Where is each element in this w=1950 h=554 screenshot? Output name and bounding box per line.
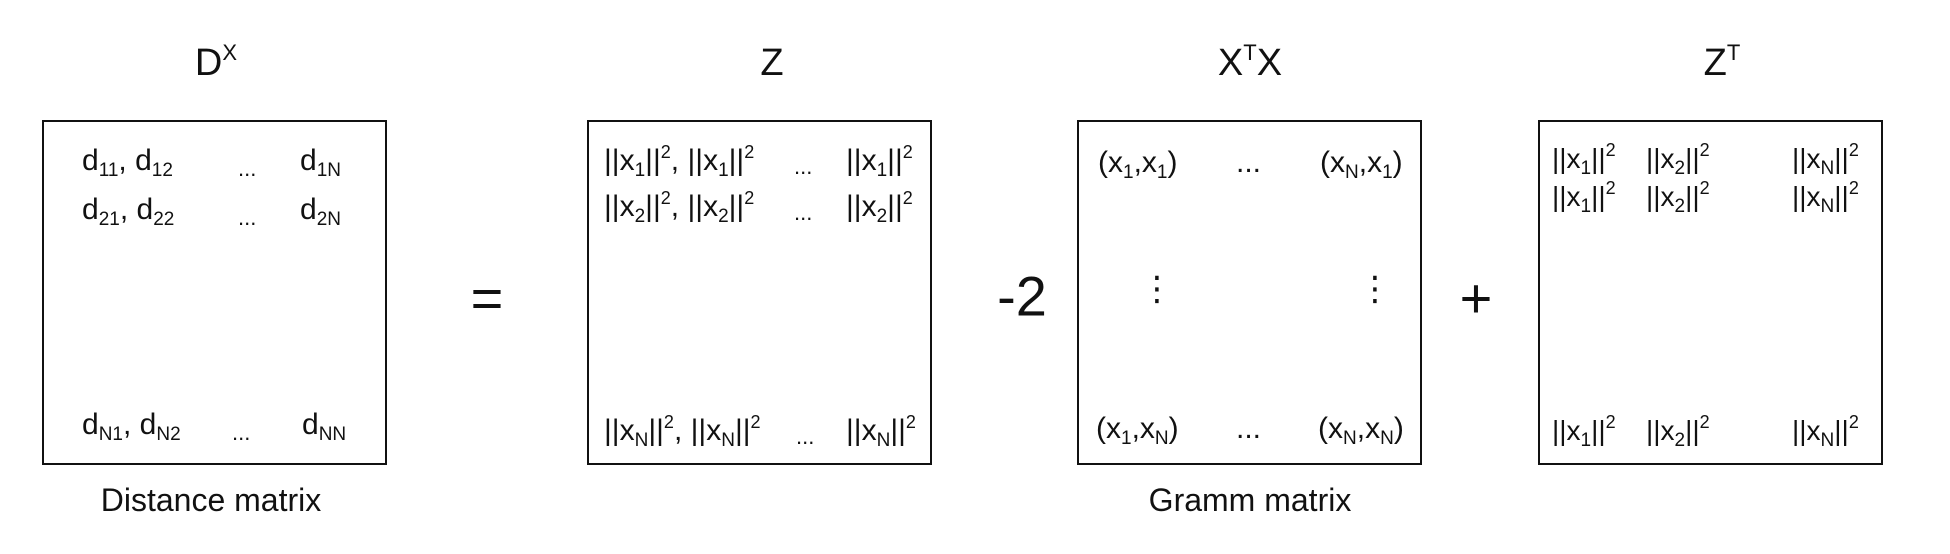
matrix-entry: ||xN||2 [1792, 140, 1859, 179]
distance-matrix-box [42, 120, 387, 465]
matrix-entry: ||x2||2 [1646, 140, 1710, 179]
distance-matrix-title: DX [194, 40, 238, 84]
matrix-entry: d11, d12 [82, 144, 173, 181]
matrix-entry: ||x1||2 [1552, 412, 1616, 451]
z-transpose-title: ZT [1703, 40, 1741, 84]
matrix-entry: ||x1||2 [1552, 140, 1616, 179]
matrix-entry: ||x1||2 [846, 142, 913, 181]
z-matrix-title: Z [760, 42, 784, 84]
gram-matrix-title: XTX [1217, 40, 1283, 84]
ellipsis: ... [1236, 412, 1262, 445]
z-matrix-box [587, 120, 932, 465]
matrix-entry: (x1,x1) [1098, 146, 1178, 183]
minus-two-operator: -2 [997, 264, 1047, 328]
gram-matrix-caption: Gramm matrix [1148, 482, 1352, 518]
gram-matrix-box [1077, 120, 1422, 465]
matrix-entry: ||xN||2, ||xN||2 [604, 412, 761, 451]
ellipsis: ... [238, 156, 257, 181]
matrix-entry: ||x2||2 [1646, 178, 1710, 217]
matrix-entry: ||xN||2 [846, 412, 916, 451]
vertical-ellipsis: ⋮ [1140, 270, 1174, 308]
matrix-entry: dNN [302, 408, 347, 445]
matrix-entry: ||xN||2 [1792, 412, 1859, 451]
matrix-entry: ||x2||2 [846, 188, 913, 227]
matrix-entry: ||x1||2 [1552, 178, 1616, 217]
z-transpose-box [1538, 120, 1883, 465]
ellipsis: ... [794, 200, 813, 225]
vertical-ellipsis: ⋮ [1358, 270, 1392, 308]
matrix-entry: ||x1||2, ||x1||2 [604, 142, 755, 181]
ellipsis: ... [238, 205, 257, 230]
matrix-entry: d21, d22 [82, 193, 175, 230]
equals-operator: = [470, 266, 504, 330]
ellipsis: ... [1236, 146, 1262, 179]
matrix-entry: d1N [300, 144, 341, 181]
ellipsis: ... [794, 154, 813, 179]
matrix-entry: ||xN||2 [1792, 178, 1859, 217]
matrix-entry: ||x2||2 [1646, 412, 1710, 451]
plus-operator: + [1459, 266, 1493, 330]
ellipsis: ... [232, 420, 251, 445]
matrix-entry: (xN,x1) [1320, 146, 1403, 183]
matrix-entry: ||x2||2, ||x2||2 [604, 188, 755, 227]
matrix-entry: dN1, dN2 [82, 408, 181, 445]
matrix-entry: (x1,xN) [1096, 412, 1179, 449]
matrix-entry: d2N [300, 193, 341, 230]
matrix-entry: (xN,xN) [1318, 412, 1404, 449]
ellipsis: ... [796, 424, 815, 449]
distance-matrix-caption: Distance matrix [100, 482, 322, 518]
